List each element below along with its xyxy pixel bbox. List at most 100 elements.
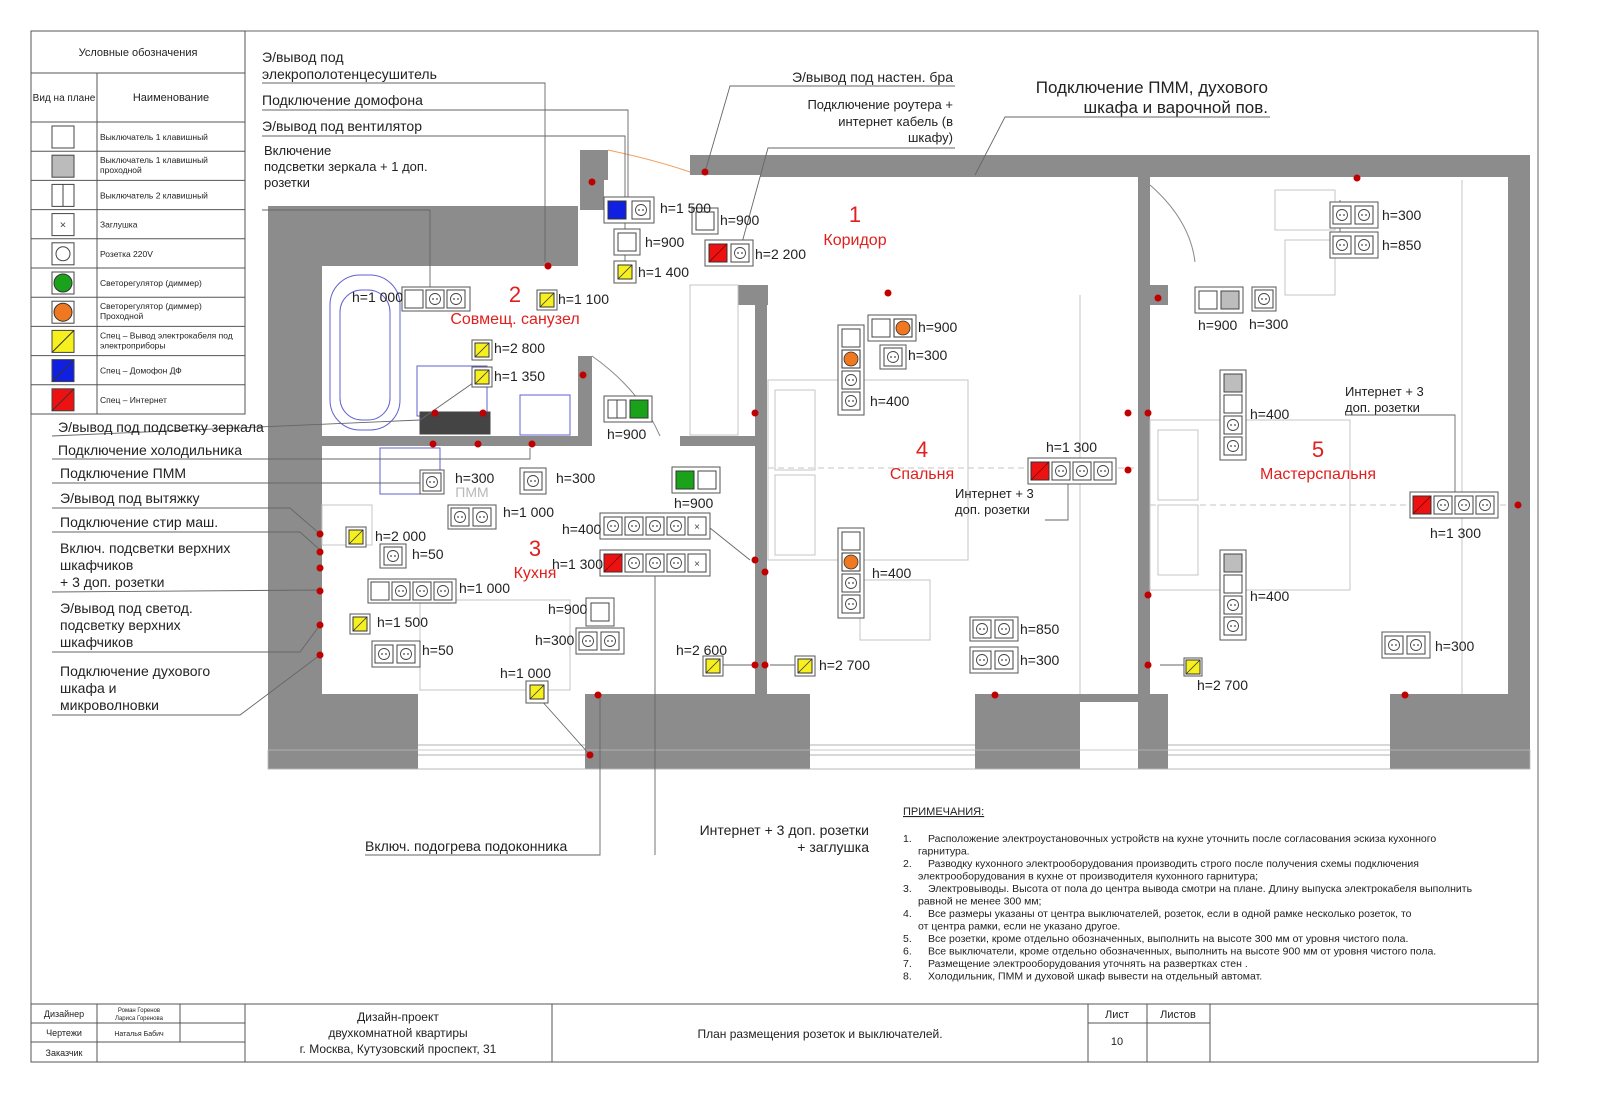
callout-pmm-oven-2: шкафа и варочной пов. — [1084, 98, 1268, 117]
room-5-name: Мастерспальня — [1260, 466, 1376, 483]
door-swing-bath — [591, 355, 661, 437]
cap-icon: × — [51, 213, 75, 237]
notes: ПРИМЕЧАНИЯ: 1.Расположение электроустано… — [903, 806, 1473, 983]
legend-col-view: Вид на плане — [33, 93, 96, 104]
height-mark: h=900 — [720, 212, 760, 228]
height-mark: h=300 — [535, 632, 575, 648]
legend-col-name: Наименование — [133, 92, 209, 104]
stamp-project-3: г. Москва, Кутузовский проспект, 31 — [300, 1042, 497, 1056]
door-swing-entry — [607, 149, 691, 173]
height-mark: h=50 — [422, 642, 454, 658]
height-mark: h=850 — [1020, 621, 1060, 637]
height-mark: h=900 — [607, 426, 647, 442]
callout-towel-1: Э/вывод под — [262, 49, 344, 65]
legend-label: Спец – Вывод электрокабеля под — [100, 330, 233, 340]
legend-row: Выключатель 2 клавишный — [31, 183, 245, 211]
room-5-number: 5 — [1312, 437, 1324, 462]
walls — [268, 150, 1530, 769]
callout-upper-light-1: Включ. подсветки верхних — [60, 540, 230, 556]
room-2-number: 2 — [509, 282, 521, 307]
height-mark: h=400 — [1250, 406, 1290, 422]
height-mark: h=1 400 — [638, 264, 689, 280]
note-number: 6. — [903, 946, 912, 958]
height-mark: h=1 300 — [1046, 439, 1097, 455]
stamp-client-label: Заказчик — [46, 1048, 83, 1058]
switch-2-icon — [51, 183, 75, 207]
stamp-project-2: двухкомнатной квартиры — [328, 1026, 467, 1040]
height-mark: h=50 — [412, 546, 444, 562]
note-line: гарнитура. — [918, 846, 970, 858]
legend-label: Спец – Интернет — [100, 395, 167, 405]
internet-icon — [51, 388, 75, 412]
note-number: 1. — [903, 833, 912, 845]
intercom-icon — [51, 359, 75, 383]
callout-upper-light-2: шкафчиков — [60, 557, 133, 573]
height-mark: h=300 — [1382, 207, 1422, 223]
legend-label: Проходной — [100, 311, 144, 321]
door-swing-master — [1149, 184, 1196, 263]
note-line: Все розетки, кроме отдельно обозначенных… — [928, 933, 1408, 945]
room-4-name: Спальня — [890, 466, 954, 483]
legend-label: Заглушка — [100, 220, 138, 230]
stamp-designer-label: Дизайнер — [44, 1009, 84, 1019]
height-mark: h=2 000 — [375, 528, 426, 544]
height-mark: h=300 — [1020, 652, 1060, 668]
callout-oven-3: микроволновки — [60, 697, 159, 713]
room-labels: 1 Коридор 2 Совмещ. санузел 3 Кухня 4 Сп… — [450, 202, 1376, 582]
height-mark: h=1 000 — [352, 289, 403, 305]
height-mark: h=1 000 — [459, 580, 510, 596]
callout-pmm: Подключение ПММ — [60, 465, 186, 481]
callout-pmm-oven-1: Подключение ПММ, духового — [1036, 78, 1268, 97]
callout-fan: Э/вывод под вентилятор — [262, 118, 422, 134]
height-mark: h=850 — [1382, 237, 1422, 253]
legend-row: Спец – Интернет — [31, 388, 245, 415]
note-number: 7. — [903, 958, 912, 970]
legend-row: × Заглушка — [31, 213, 245, 240]
height-mark: h=1 300 — [1430, 525, 1481, 541]
callout-upper-light-3: + 3 доп. розетки — [60, 574, 164, 590]
room-1-name: Коридор — [823, 232, 886, 249]
callout-router-2: интернет кабель (в — [838, 114, 953, 129]
note-line: электрооборудования в кухне от производи… — [918, 871, 1258, 883]
note-line: равной не менее 300 мм; — [918, 896, 1041, 908]
title-block — [30, 1003, 1539, 1063]
note-line: Размещение электрооборудования уточнять … — [928, 958, 1248, 970]
ghost-pmm-label: ПММ — [455, 484, 488, 500]
legend-row: Розетка 220V — [31, 242, 245, 269]
height-mark: h=900 — [548, 601, 588, 617]
height-mark: h=2 700 — [819, 657, 870, 673]
callout-towel-2: элекрополотенцесушитель — [262, 66, 437, 82]
cable-icon — [51, 329, 75, 353]
height-mark: h=300 — [908, 347, 948, 363]
stamp-project-1: Дизайн-проект — [357, 1010, 439, 1024]
dimmer-pass-icon — [51, 300, 75, 324]
leader-lines — [51, 82, 1456, 856]
height-mark: h=400 — [870, 393, 910, 409]
stamp-sheets-label: Листов — [1160, 1009, 1196, 1021]
room-3-number: 3 — [529, 536, 541, 561]
stamp-designer-2: Лариса Горенова — [115, 1016, 164, 1022]
stamp-sheet-number: 10 — [1111, 1036, 1123, 1048]
height-mark: h=400 — [562, 521, 602, 537]
title-block-text: Дизайнер Роман Горенов Лариса Горенова Ч… — [44, 1008, 1196, 1058]
switch-1-pass-icon — [51, 154, 75, 178]
legend-row: Светорегулятор (диммер) — [31, 271, 245, 298]
height-mark: h=1 100 — [558, 291, 609, 307]
height-mark: h=900 — [674, 495, 714, 511]
stamp-designer-1: Роман Горенов — [118, 1008, 160, 1014]
height-mark: h=1 000 — [503, 504, 554, 520]
height-mark: h=2 200 — [755, 246, 806, 262]
callout-oven-2: шкафа и — [60, 680, 116, 696]
windows — [267, 744, 1531, 770]
socket-icon — [51, 242, 75, 266]
dimmer-icon — [51, 271, 75, 295]
note-line: Холодильник, ПММ и духовой шкаф вывести … — [928, 971, 1262, 983]
note-line: Расположение электроустановочных устройс… — [928, 833, 1436, 845]
svg-text:×: × — [60, 220, 66, 232]
legend-label: Выключатель 1 клавишный — [100, 132, 208, 142]
note-number: 8. — [903, 971, 912, 983]
height-mark: h=2 800 — [494, 340, 545, 356]
height-mark: h=400 — [872, 565, 912, 581]
callout-mirror-cable: Э/вывод под подсветку зеркала — [58, 419, 264, 435]
